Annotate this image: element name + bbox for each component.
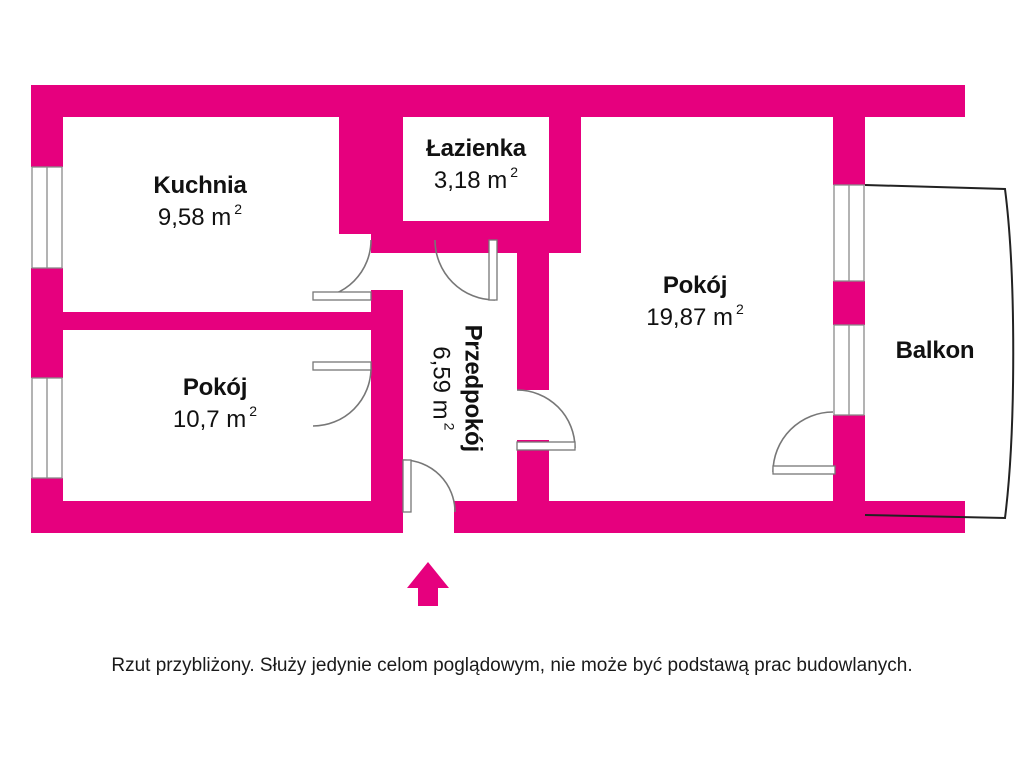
room-name-kuchnia: Kuchnia bbox=[153, 172, 247, 199]
door-pokoj-left-leaf bbox=[312, 361, 372, 371]
doors-group bbox=[312, 239, 836, 513]
door-balcony-swing bbox=[772, 411, 834, 473]
wall-room-balcony-lower bbox=[833, 415, 865, 515]
door-bathroom-swing bbox=[434, 239, 496, 301]
room-area-przedpokoj: 6,59 m2 bbox=[427, 346, 457, 431]
disclaimer-caption: Rzut przybliżony. Służy jedynie celom po… bbox=[111, 655, 913, 676]
room-area-exponent-lazienka: 2 bbox=[510, 164, 519, 181]
room-area-exponent-przedpokoj: 2 bbox=[441, 422, 457, 431]
wall-bathroom-left bbox=[371, 117, 403, 234]
door-pokoj-left-swing bbox=[312, 367, 372, 427]
door-entrance-swing bbox=[402, 459, 456, 513]
wall-hall-room-upper bbox=[517, 240, 549, 390]
door-entrance-leaf bbox=[402, 459, 412, 513]
wall-hall-room-lower bbox=[517, 440, 549, 515]
wall-kitchen-right-upper bbox=[339, 117, 371, 234]
room-name-balkon: Balkon bbox=[895, 337, 975, 364]
door-pokoj-right-leaf bbox=[516, 441, 576, 451]
balcony-curved-edge bbox=[864, 184, 1015, 520]
door-bathroom-leaf bbox=[488, 239, 498, 301]
room-name-pokoj-left: Pokój bbox=[182, 374, 248, 401]
balcony-outline bbox=[864, 184, 1015, 520]
wall-bathroom-right bbox=[549, 117, 581, 253]
room-name-pokoj-right: Pokój bbox=[662, 272, 728, 299]
room-area-exponent-pokoj-left: 2 bbox=[249, 403, 258, 420]
entrance-arrow-icon bbox=[407, 562, 449, 606]
wall-room-balcony-middle bbox=[833, 281, 865, 325]
door-pokoj-right-swing bbox=[516, 389, 576, 449]
wall-left-segment-top bbox=[31, 85, 63, 167]
wall-room-balcony-upper bbox=[833, 117, 865, 185]
room-label-przedpokoj: Przedpokój 6,59 m2 bbox=[426, 293, 487, 483]
room-name-przedpokoj: Przedpokój bbox=[459, 324, 487, 452]
entrance-arrow-shape bbox=[407, 562, 449, 606]
room-area-exponent-kuchnia: 2 bbox=[234, 201, 243, 218]
room-name-lazienka: Łazienka bbox=[426, 135, 526, 162]
wall-bottom-left bbox=[31, 501, 403, 533]
door-balcony-leaf bbox=[772, 465, 836, 475]
wall-kitchen-pokoj-divider bbox=[55, 312, 371, 330]
windows-group bbox=[31, 166, 865, 479]
walls-group bbox=[31, 85, 965, 533]
door-kitchen-leaf bbox=[312, 291, 372, 301]
wall-top-exterior bbox=[31, 85, 965, 117]
wall-kitchen-right-lower bbox=[371, 290, 403, 501]
door-kitchen-swing bbox=[312, 239, 372, 299]
room-area-exponent-pokoj-right: 2 bbox=[735, 301, 744, 318]
room-label-balkon: Balkon bbox=[870, 337, 1000, 365]
